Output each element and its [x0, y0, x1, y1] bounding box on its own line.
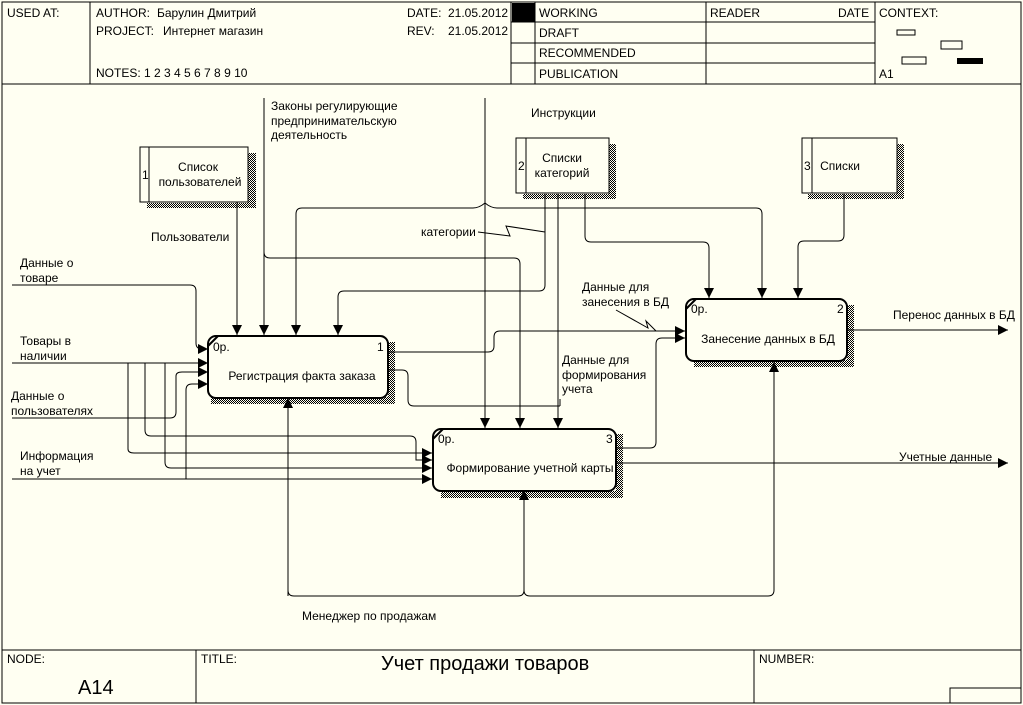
arrow-goods-in-stock-branch [127, 363, 432, 458]
label-data-for-db-line2: занесения в БД [582, 295, 669, 309]
arrow-3-to-2 [616, 333, 685, 449]
status-recommended: RECOMMENDED [539, 46, 636, 60]
arrows [12, 98, 1008, 597]
context-map [896, 29, 983, 65]
label-laws-line3: деятельность [271, 128, 347, 142]
arrow-data-for-db-squiggle [615, 309, 657, 332]
label-data-accounting-line1: Данные для [562, 353, 629, 367]
activity-2[interactable]: 0р. 2 Занесение данных в БД [685, 298, 848, 362]
label-users-data-line1: Данные о [11, 389, 65, 403]
arrow-users-data [12, 367, 208, 419]
activity-1[interactable]: 0р. 1 Регистрация факта заказа [207, 335, 389, 399]
label-data-for-db-line1: Данные для [582, 280, 649, 294]
data-store-lists-id: 3 [804, 159, 811, 173]
arrow-categories-to-1 [333, 184, 550, 335]
activity-1-cost: 0р. [213, 340, 230, 354]
rev-value: 21.05.2012 [448, 24, 508, 38]
label-transfer-to-db: Перенос данных в БД [893, 308, 1015, 322]
data-store-categories-id: 2 [518, 159, 525, 173]
label-info-line2: на учет [20, 464, 61, 478]
arrow-instructions-branch-1 [291, 202, 486, 335]
label-data-accounting-line2: формирования [562, 368, 646, 382]
diagram-title: Учет продажи товаров [381, 653, 589, 675]
context-node: A1 [879, 67, 894, 81]
arrow-manager-branch-2 [523, 362, 779, 597]
arrow-data-for-db [388, 326, 685, 353]
label-manager: Менеджер по продажам [302, 609, 436, 623]
data-store-users-line2: пользователей [159, 175, 242, 189]
data-store-categories-line2: категорий [535, 166, 590, 180]
author-label: AUTHOR: [96, 6, 150, 20]
activity-3-cost: 0р. [438, 432, 455, 446]
activity-2-cost: 0р. [691, 302, 708, 316]
rev-label: REV: [407, 24, 435, 38]
data-store-users[interactable]: 1 Список пользователей [139, 146, 249, 203]
arrow-lists [793, 184, 849, 298]
date-label: DATE: [407, 6, 441, 20]
notes: NOTES: 1 2 3 4 5 6 7 8 9 10 [96, 66, 248, 80]
activity-2-id: 2 [837, 302, 844, 316]
data-store-lists[interactable]: 3 Списки [801, 137, 898, 194]
label-laws-line1: Законы регулирующие [271, 99, 398, 113]
arrow-manager-branch-3 [287, 490, 529, 597]
context-label: CONTEXT: [879, 6, 938, 20]
status-publication: PUBLICATION [539, 67, 618, 81]
node-value: A14 [78, 677, 114, 699]
label-accounting-data: Учетные данные [899, 450, 992, 464]
data-store-users-line1: Список [178, 160, 219, 174]
used-at-label: USED AT: [7, 6, 59, 20]
label-info-line1: Информация [20, 449, 93, 463]
reader-date-label: DATE [838, 6, 869, 20]
label-users: Пользователи [151, 230, 229, 244]
label-instructions: Инструкции [531, 106, 596, 120]
arrow-categories-to-2 [584, 194, 714, 298]
label-data-accounting-line3: учета [562, 382, 593, 396]
title-label: TITLE: [201, 652, 237, 666]
header: USED AT: AUTHOR: Барулин Дмитрий PROJECT… [2, 2, 1021, 85]
number-label: NUMBER: [759, 652, 814, 666]
node-label: NODE: [7, 652, 45, 666]
working-status-marker [512, 3, 535, 22]
label-categories: категории [421, 225, 476, 239]
label-goods-stock-line2: наличии [20, 349, 67, 363]
activity-3-id: 3 [606, 432, 613, 446]
project-value: Интернет магазин [163, 24, 263, 38]
arrow-labels: Законы регулирующие предпринимательскую … [11, 99, 1015, 623]
activity-2-name: Занесение данных в БД [701, 332, 835, 346]
data-store-lists-line1: Списки [820, 159, 860, 173]
label-goods-data-line2: товаре [20, 271, 59, 285]
status-working: WORKING [539, 6, 598, 20]
arrow-goods-data-branch [164, 363, 432, 473]
status-draft: DRAFT [539, 26, 580, 40]
label-users-data-line2: пользователях [11, 404, 93, 418]
activity-3-name: Формирование учетной карты [446, 461, 613, 475]
reader-label: READER [710, 6, 760, 20]
footer: NODE: A14 TITLE: Учет продажи товаров NU… [2, 649, 1022, 704]
arrow-data-for-accounting [388, 369, 560, 407]
label-goods-data-line1: Данные о [20, 256, 74, 270]
arrow-users-data-branch [144, 363, 432, 465]
author-value: Барулин Дмитрий [157, 6, 256, 20]
activity-1-id: 1 [377, 340, 384, 354]
project-label: PROJECT: [96, 24, 154, 38]
activity-1-name: Регистрация факта заказа [228, 369, 376, 383]
data-store-categories-line1: Списки [542, 151, 582, 165]
data-store-users-id: 1 [142, 168, 149, 182]
data-store-categories[interactable]: 2 Списки категорий [515, 137, 610, 194]
arrow-categories-label-squiggle [477, 225, 546, 237]
label-goods-stock-line1: Товары в [20, 334, 71, 348]
date-value: 21.05.2012 [448, 6, 508, 20]
arrow-info-accounting-branch [185, 379, 208, 479]
arrow-goods-data [12, 284, 208, 354]
activity-3[interactable]: 0р. 3 Формирование учетной карты [432, 428, 617, 492]
label-laws-line2: предпринимательскую [271, 114, 397, 128]
